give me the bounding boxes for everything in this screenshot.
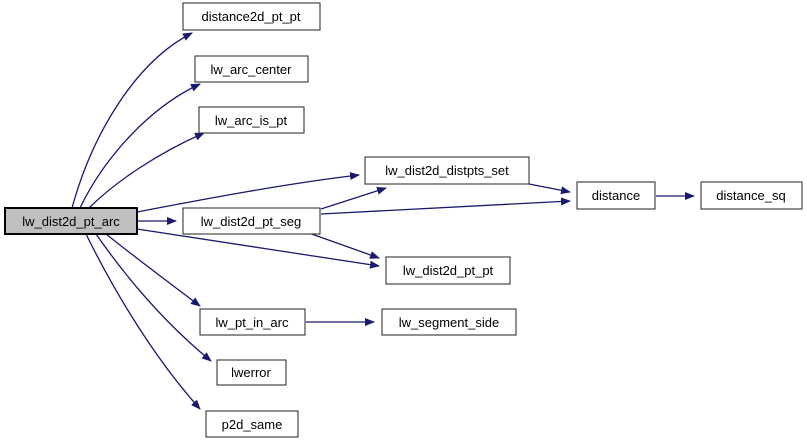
node-box [216,359,287,386]
node-label: lw_dist2d_pt_pt [403,263,494,278]
node-distance2d_pt_pt[interactable]: distance2d_pt_pt [182,2,321,31]
edge-lw_dist2d_pt_arc-to-p2d_same [85,233,201,410]
node-lw_dist2d_pt_arc[interactable]: lw_dist2d_pt_arc [4,207,138,235]
edge-lw_dist2d_pt_arc-to-lwerror [95,233,212,362]
edge-lw_dist2d_pt_arc-to-lw_dist2d_distpts_set [136,172,360,213]
edge-lw_dist2d_pt_seg-to-lw_dist2d_distpts_set [320,186,387,210]
edge-lw_dist2d_pt_arc-to-lw_arc_center [79,83,201,209]
edge-lw_dist2d_pt_arc-to-lw_dist2d_pt_pt [136,228,380,269]
node-box [182,2,321,31]
node-lw_dist2d_distpts_set[interactable]: lw_dist2d_distpts_set [364,156,530,185]
node-lw_arc_center[interactable]: lw_arc_center [194,55,309,83]
node-label: lwerror [231,365,271,380]
node-box [385,256,511,285]
node-box [364,156,530,185]
node-box [199,308,306,336]
edge-lw_dist2d_pt_arc-to-lw_pt_in_arc [105,233,201,307]
edge-lw_dist2d_pt_arc-to-distance2d_pt_pt [71,32,193,209]
node-label: p2d_same [222,417,283,432]
node-label: distance_sq [716,188,785,203]
node-p2d_same[interactable]: p2d_same [205,410,299,438]
edge-lw_dist2d_pt_seg-to-lw_dist2d_pt_pt [305,231,380,259]
node-label: lw_dist2d_distpts_set [385,163,509,178]
edge-lw_dist2d_distpts_set-to-distance [523,182,571,195]
node-lw_dist2d_pt_seg[interactable]: lw_dist2d_pt_seg [182,207,321,235]
nodes-layer: lw_dist2d_pt_arc distance2d_pt_pt lw_arc… [4,2,803,438]
node-box [576,181,656,210]
node-box [381,308,517,336]
edges-layer [71,32,695,410]
node-label: lw_dist2d_pt_seg [201,214,301,229]
node-label: lw_segment_side [399,315,499,330]
node-distance_sq[interactable]: distance_sq [700,181,803,210]
node-label: lw_arc_center [211,62,293,77]
node-label: distance [592,188,640,203]
node-lw_segment_side[interactable]: lw_segment_side [381,308,517,336]
node-box [198,106,305,134]
node-box [194,55,309,83]
node-label: lw_pt_in_arc [216,315,289,330]
node-distance[interactable]: distance [576,181,656,210]
node-label: distance2d_pt_pt [201,9,300,24]
edge-lw_dist2d_pt_arc-to-lw_arc_is_pt [88,132,205,209]
node-label: lw_arc_is_pt [215,113,288,128]
node-lwerror[interactable]: lwerror [216,359,287,386]
node-lw_dist2d_pt_pt[interactable]: lw_dist2d_pt_pt [385,256,511,285]
edge-lw_dist2d_pt_seg-to-distance [320,197,571,215]
node-box [700,181,803,210]
node-box [182,207,321,235]
node-box [4,207,138,235]
node-label: lw_dist2d_pt_arc [22,214,120,229]
node-lw_pt_in_arc[interactable]: lw_pt_in_arc [199,308,306,336]
node-box [205,410,299,438]
node-lw_arc_is_pt[interactable]: lw_arc_is_pt [198,106,305,134]
